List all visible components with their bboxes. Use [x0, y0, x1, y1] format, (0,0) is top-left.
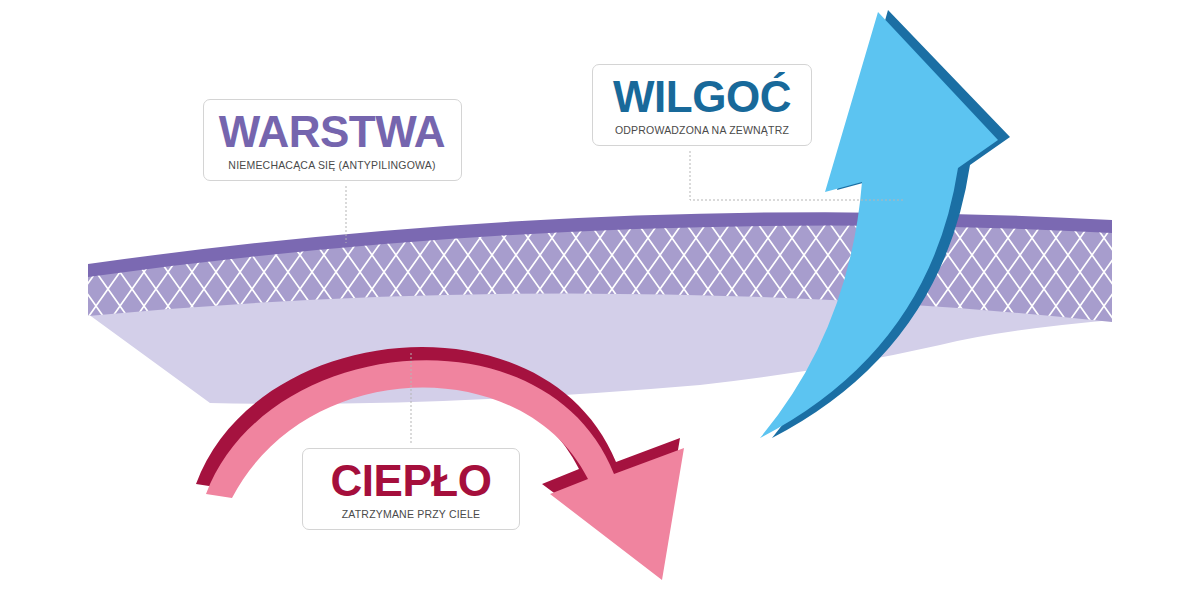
leader-line — [411, 352, 412, 443]
layer-callout: WARSTWA NIEMECHACĄCA SIĘ (ANTYPILINGOWA) — [203, 99, 462, 181]
heat-callout: CIEPŁO ZATRZYMANE PRZY CIELE — [302, 448, 520, 530]
leader-line — [690, 151, 905, 200]
antipilling-stripe — [88, 212, 1112, 277]
callout-subtitle: NIEMECHACĄCA SIĘ (ANTYPILINGOWA) — [228, 159, 435, 171]
callout-heading: CIEPŁO — [331, 459, 492, 503]
leader-line — [346, 186, 347, 243]
heat-arrow — [206, 360, 684, 580]
callout-heading: WARSTWA — [219, 110, 445, 154]
callout-subtitle: ODPROWADZONA NA ZEWNĄTRZ — [615, 124, 789, 136]
callout-subtitle: ZATRZYMANE PRZY CIELE — [342, 508, 481, 520]
callout-heading: WILGOĆ — [613, 75, 791, 119]
mesh-lattice — [88, 200, 1112, 330]
moisture-callout: WILGOĆ ODPROWADZONA NA ZEWNĄTRZ — [592, 64, 812, 146]
